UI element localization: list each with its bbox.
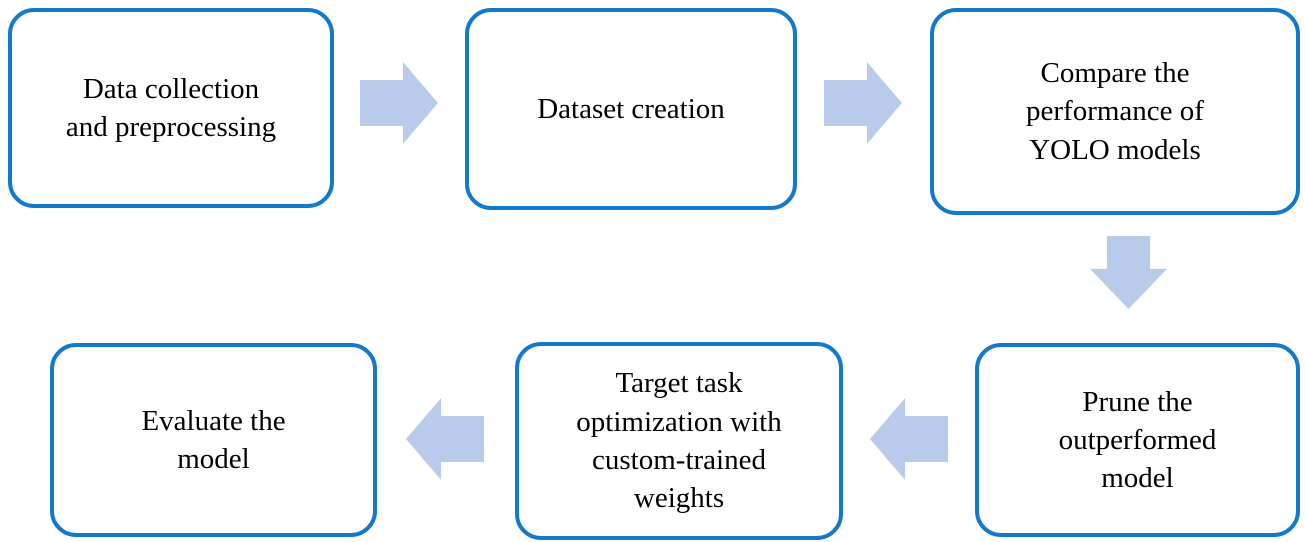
arrow-right-icon: [360, 62, 438, 144]
flow-node-evaluate-model: Evaluate the model: [50, 343, 377, 537]
arrow-left-icon: [406, 398, 484, 480]
flow-node-compare-yolo-models: Compare the performance of YOLO models: [930, 8, 1300, 215]
flow-node-target-task-optimization: Target task optimization with custom-tra…: [515, 342, 843, 540]
arrow-down-icon: [1090, 236, 1167, 309]
arrow-left-icon: [870, 398, 948, 480]
flow-node-dataset-creation: Dataset creation: [465, 8, 797, 210]
flow-node-data-collection: Data collection and preprocessing: [8, 8, 334, 208]
flow-node-prune-model: Prune the outperformed model: [975, 343, 1300, 537]
arrow-right-icon: [824, 62, 902, 144]
